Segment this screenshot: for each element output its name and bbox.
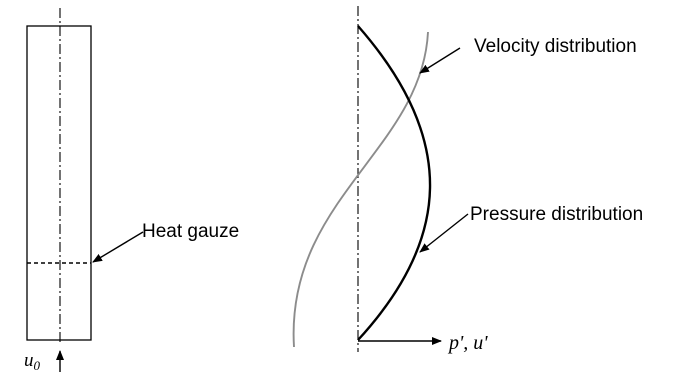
perturbation-axis-label: p', u' xyxy=(447,332,488,354)
distribution-group: Velocity distribution Pressure distribut… xyxy=(292,6,643,354)
velocity-distribution-label: Velocity distribution xyxy=(474,36,637,57)
tube-outline xyxy=(26,25,92,341)
heat-gauze-label: Heat gauze xyxy=(142,221,239,242)
tube-group: Heat gauze u0 xyxy=(24,8,239,373)
pressure-distribution-curve xyxy=(357,25,432,341)
inlet-velocity-label: u0 xyxy=(24,350,41,373)
pressure-distribution-arrow xyxy=(419,213,469,253)
heat-gauze-arrow xyxy=(92,231,144,263)
velocity-distribution-arrow xyxy=(419,47,461,74)
pressure-distribution-label: Pressure distribution xyxy=(470,204,643,225)
velocity-distribution-curve xyxy=(292,31,429,348)
